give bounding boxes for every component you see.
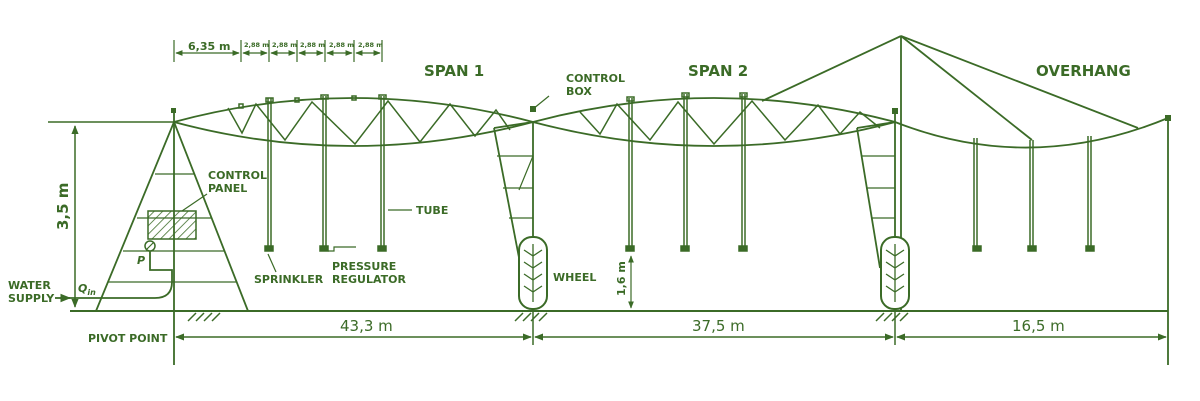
wheel-1	[518, 236, 548, 310]
overhang-structure	[761, 35, 1171, 365]
water-supply-label-2: SUPPLY	[8, 292, 55, 305]
ground-hatch-tower-2	[875, 312, 909, 322]
span-2-pipe	[532, 97, 896, 147]
span-1-length: 43,3 m	[340, 317, 393, 335]
tube-label: TUBE	[416, 204, 448, 217]
spacing-label-2: 2,88 m	[272, 41, 297, 49]
span-2-truss	[579, 99, 881, 146]
control-panel-label-2: PANEL	[208, 182, 247, 195]
spacing-ticks	[173, 40, 383, 62]
wheel-clearance-label: 1,6 m	[615, 261, 628, 296]
span-1-truss	[227, 99, 511, 146]
spacing-label-4: 2,88 m	[329, 41, 354, 49]
overhang-title: OVERHANG	[1036, 62, 1131, 80]
control-box-label-2: BOX	[566, 85, 592, 98]
drive-tower-1	[493, 95, 550, 310]
flow-q: Q	[78, 282, 87, 295]
overhang-length: 16,5 m	[1012, 317, 1065, 335]
span-1-title: SPAN 1	[424, 62, 484, 80]
spacing-label-3: 2,88 m	[300, 41, 325, 49]
pressure-gauge	[144, 240, 156, 252]
sprinkler-label: SPRINKLER	[254, 273, 324, 286]
pivot-point-label: PIVOT POINT	[88, 332, 168, 345]
control-panel-label-1: CONTROL	[208, 169, 267, 182]
first-spacing-label: 6,35 m	[188, 40, 230, 53]
pressure-regulator-leader	[328, 246, 356, 252]
span-2-title: SPAN 2	[688, 62, 748, 80]
flow-symbol: Qin	[78, 282, 96, 297]
ground-hatch-tower-1	[514, 312, 548, 322]
control-panel-leader	[181, 193, 208, 212]
control-panel	[147, 210, 197, 240]
ground-hatch-pivot	[187, 312, 221, 322]
sprinkler-drops	[238, 92, 1095, 252]
span-dimension-lines	[175, 312, 1167, 345]
sprinkler-leader	[267, 253, 277, 273]
pressure-symbol: P	[137, 254, 145, 267]
control-box-label-1: CONTROL	[566, 72, 625, 85]
pressure-regulator-label-1: PRESSURE	[332, 260, 396, 273]
height-label: 3,5 m	[54, 183, 72, 230]
wheel-2	[880, 236, 910, 310]
pressure-regulator-label-2: REGULATOR	[332, 273, 406, 286]
wheel-label: WHEEL	[553, 271, 596, 284]
span-1-pipe	[173, 97, 534, 147]
water-supply-label-1: WATER	[8, 279, 51, 292]
span-2-length: 37,5 m	[692, 317, 745, 335]
flow-sub: in	[87, 288, 96, 297]
spacing-label-1: 2,88 m	[244, 41, 269, 49]
supply-pipe	[60, 252, 173, 299]
spacing-label-5: 2,88 m	[358, 41, 383, 49]
